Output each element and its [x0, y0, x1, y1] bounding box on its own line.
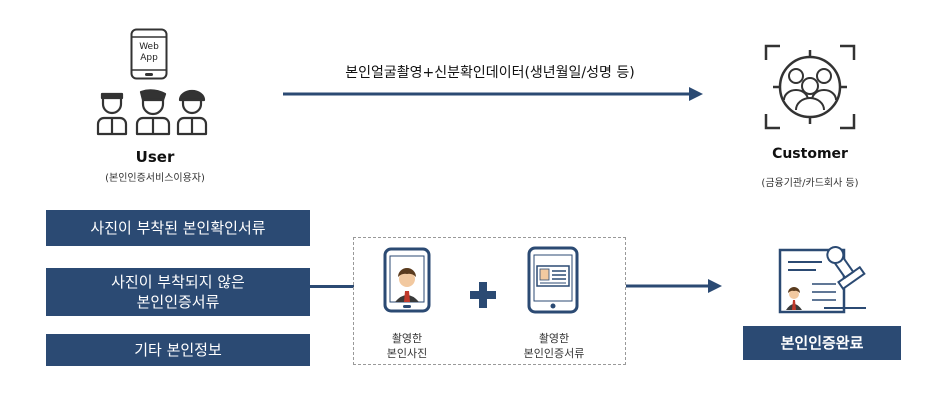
- web-app-text-line1: Web: [139, 42, 159, 52]
- bottom-arrow: [626, 279, 722, 293]
- web-app-phone-icon: [130, 28, 168, 80]
- captured-photo-phone-icon: [383, 247, 431, 313]
- user-title: User: [135, 148, 175, 166]
- top-arrow-label: 본인얼굴촬영+신분확인데이터(생년월일/성명 등): [345, 65, 635, 81]
- top-arrow: [283, 87, 703, 101]
- customer-subtitle: (금융기관/카드회사 등): [761, 178, 859, 189]
- plus-icon: [470, 282, 496, 308]
- user-subtitle: (본인인증서비스이용자): [105, 173, 205, 184]
- customer-title: Customer: [772, 146, 848, 162]
- approved-document-icon: [778, 246, 866, 314]
- user-group: Web App User (본인인증서비스이용자): [80, 28, 230, 188]
- captured-id-tablet-icon: [527, 246, 579, 314]
- doc-box-other-info: 기타 본인정보: [46, 334, 310, 366]
- captured-photo-label: 촬영한 본인사진: [386, 332, 428, 360]
- customer-group: Customer (금융기관/카드회사 등): [740, 40, 880, 200]
- users-group-icon: [96, 89, 208, 136]
- result-box: 본인인증완료: [743, 326, 901, 360]
- web-app-text-line2: App: [140, 53, 158, 63]
- doc-box-no-photo: 사진이 부착되지 않은 본인인증서류: [46, 268, 310, 316]
- captured-frame: [353, 237, 626, 365]
- doc-box-photo-id: 사진이 부착된 본인확인서류: [46, 210, 310, 246]
- customer-target-icon: [764, 44, 856, 130]
- captured-doc-label: 촬영한 본인인증서류: [523, 332, 585, 360]
- connector-line: [310, 285, 354, 288]
